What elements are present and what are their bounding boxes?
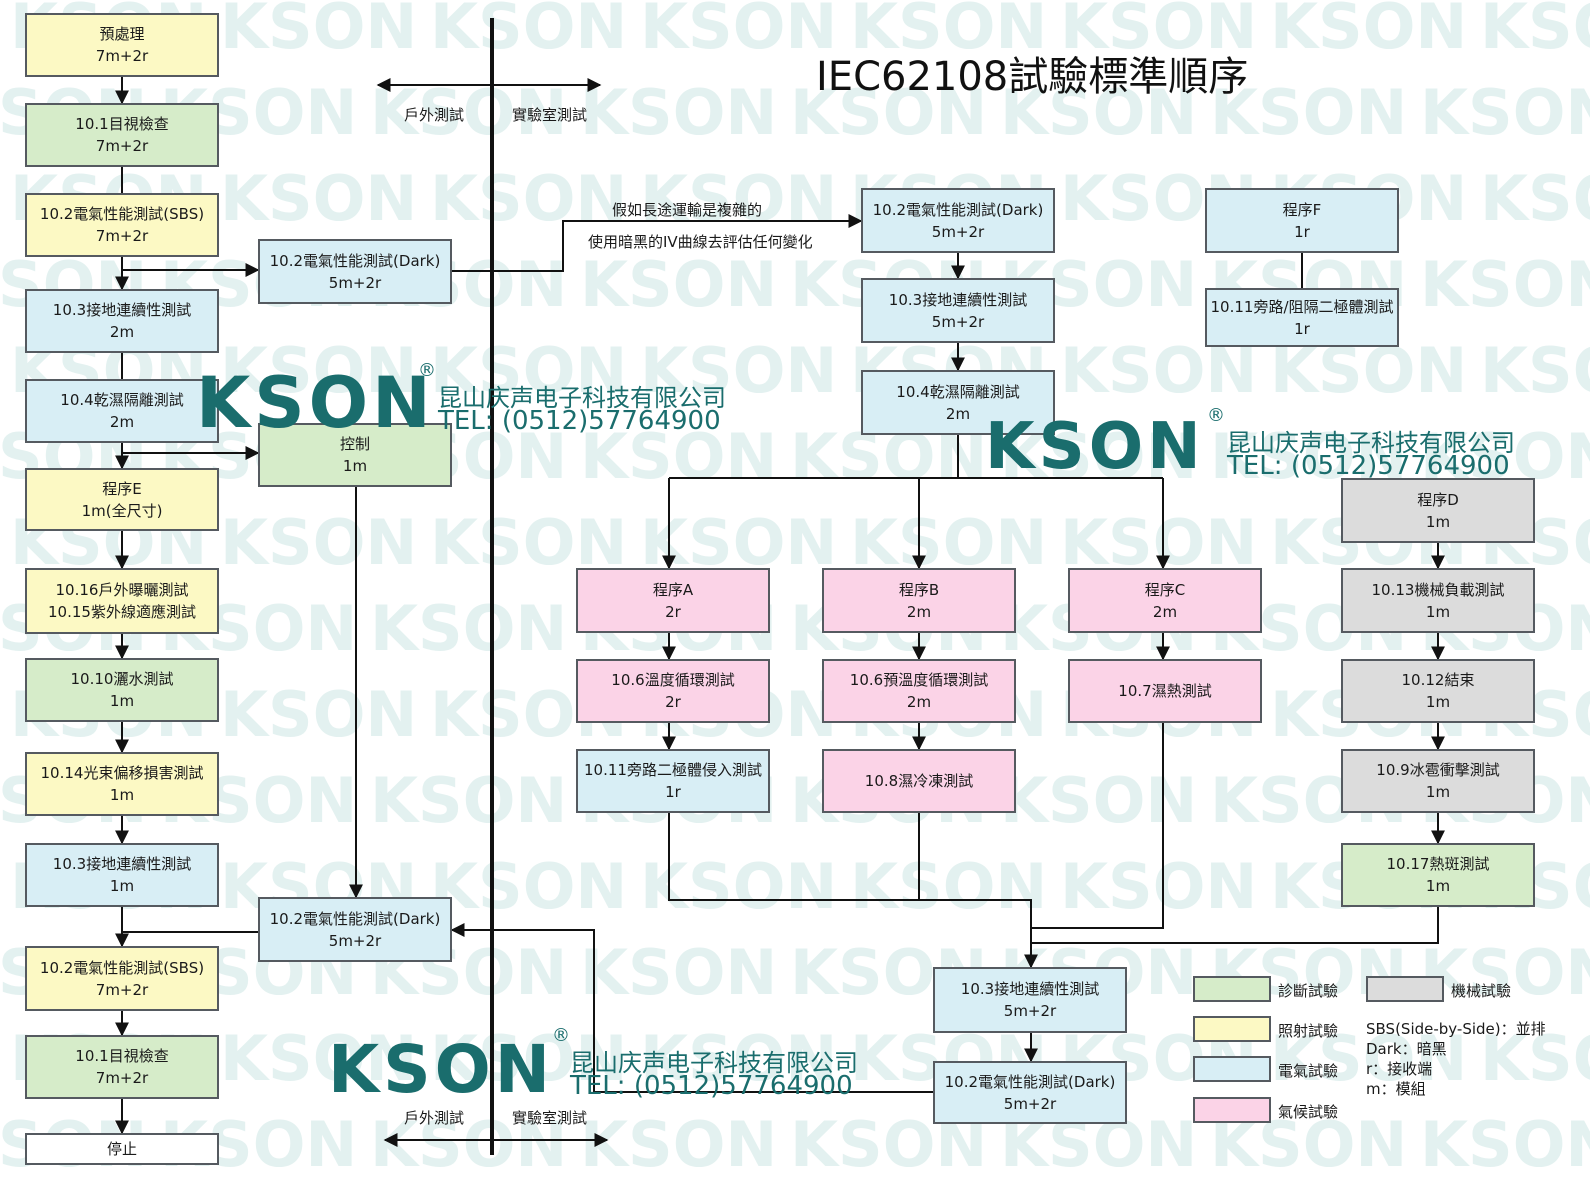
step-electrical-sbs-2: 10.2電氣性能測試(SBS)7m+2r bbox=[25, 946, 219, 1011]
legend-swatch-climatic bbox=[1193, 1097, 1271, 1123]
note-m: m：模組 bbox=[1366, 1080, 1426, 1098]
kson-logo: KSON bbox=[985, 410, 1205, 484]
company-name: 昆山庆声电子科技有限公司 bbox=[1227, 429, 1515, 457]
brand-overlay-2: KSON ® 昆山庆声电子科技有限公司 TEL: (0512)57764900 bbox=[985, 405, 1545, 485]
step-dark-iv-lower: 10.2電氣性能測試(Dark)5m+2r bbox=[258, 897, 452, 962]
note-dark: Dark：暗黑 bbox=[1366, 1040, 1447, 1058]
legend-swatch-electrical bbox=[1193, 1056, 1271, 1082]
legend-label-diagnostic: 診斷試驗 bbox=[1278, 982, 1339, 1000]
abbreviation-notes: SBS(Side-by-Side)：並排 Dark：暗黑 r：接收端 m：模組 bbox=[1366, 1019, 1546, 1099]
legend-label-climatic: 氣候試驗 bbox=[1278, 1103, 1339, 1121]
company-tel: TEL: (0512)57764900 bbox=[438, 406, 721, 436]
kson-logo: KSON bbox=[196, 362, 435, 444]
step-damp-heat: 10.7濕熱測試 bbox=[1068, 659, 1262, 723]
step-humidity-freeze: 10.8濕冷凍測試 bbox=[822, 749, 1016, 813]
lab-label-bottom: 實驗室測試 bbox=[512, 1109, 588, 1127]
final-dark-iv: 10.2電氣性能測試(Dark)5m+2r bbox=[933, 1061, 1127, 1124]
registered-mark: ® bbox=[418, 360, 436, 381]
company-tel: TEL: (0512)57764900 bbox=[1227, 451, 1510, 481]
legend-swatch-irradiation bbox=[1193, 1016, 1271, 1042]
outdoor-label-bottom: 戶外測試 bbox=[404, 1109, 465, 1127]
company-tel: TEL: (0512)57764900 bbox=[570, 1071, 853, 1101]
brand-overlay-1: KSON ® 昆山庆声电子科技有限公司 TEL: (0512)57764900 bbox=[196, 360, 756, 440]
step-dark-iv-upper: 10.2電氣性能測試(Dark)5m+2r bbox=[258, 239, 452, 304]
lab-dark-iv: 10.2電氣性能測試(Dark)5m+2r bbox=[861, 188, 1055, 253]
registered-mark: ® bbox=[552, 1025, 570, 1046]
page-title: IEC62108試驗標準順序 bbox=[816, 54, 1249, 100]
outdoor-label-top: 戶外測試 bbox=[404, 106, 465, 124]
kson-logo: KSON bbox=[328, 1031, 555, 1108]
legend-label-mechanical: 機械試驗 bbox=[1451, 982, 1512, 1000]
transport-note-line2: 使用暗黑的IV曲線去評估任何變化 bbox=[588, 233, 813, 251]
company-name: 昆山庆声电子科技有限公司 bbox=[438, 384, 726, 412]
step-electrical-sbs: 10.2電氣性能測試(SBS)7m+2r bbox=[25, 193, 219, 257]
company-name: 昆山庆声电子科技有限公司 bbox=[570, 1049, 858, 1077]
legend-swatch-diagnostic bbox=[1193, 976, 1271, 1002]
note-r: r：接收端 bbox=[1366, 1060, 1433, 1078]
lab-label-top: 實驗室測試 bbox=[512, 106, 588, 124]
brand-overlay-3: KSON ® 昆山庆声电子科技有限公司 TEL: (0512)57764900 bbox=[328, 1025, 888, 1105]
registered-mark: ® bbox=[1207, 405, 1225, 426]
step-stop: 停止 bbox=[25, 1133, 219, 1165]
legend-label-irradiation: 照射試驗 bbox=[1278, 1022, 1339, 1040]
legend-swatch-mechanical bbox=[1366, 976, 1444, 1002]
note-sbs: SBS(Side-by-Side)：並排 bbox=[1366, 1020, 1546, 1038]
legend-label-electrical: 電氣試驗 bbox=[1278, 1062, 1339, 1080]
transport-note-line1: 假如長途運輸是複雜的 bbox=[612, 201, 763, 219]
